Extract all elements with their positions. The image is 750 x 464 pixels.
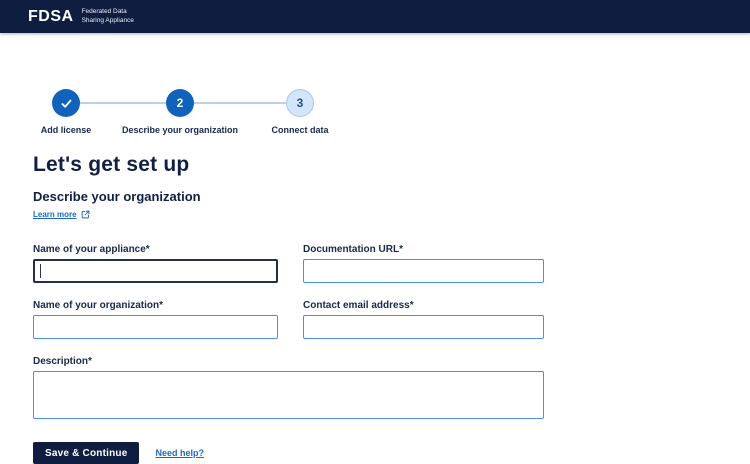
form-actions: Save & Continue Need help?: [33, 442, 578, 464]
page-title: Let's get set up: [33, 153, 190, 176]
save-continue-button[interactable]: Save & Continue: [33, 442, 140, 464]
step-label-connect-data: Connect data: [271, 125, 329, 135]
appliance-name-input[interactable]: [33, 259, 278, 283]
contact-email-input[interactable]: [303, 315, 544, 339]
description-textarea[interactable]: [33, 371, 544, 419]
app-header: FDSA Federated Data Sharing Appliance: [0, 0, 750, 33]
appliance-name-label: Name of your appliance*: [33, 244, 150, 255]
step-add-license-indicator[interactable]: [52, 89, 80, 117]
setup-stepper: 2 3 Add license Describe your organizati…: [33, 89, 373, 135]
step-describe-organization-indicator[interactable]: 2: [166, 89, 194, 117]
appliance-name-field-group: Name of your appliance*: [33, 244, 278, 283]
step-label-add-license: Add license: [40, 125, 92, 135]
step-label-describe-organization: Describe your organization: [121, 125, 239, 135]
stepper-connector-1: [80, 102, 166, 104]
documentation-url-field-group: Documentation URL*: [303, 244, 544, 283]
description-field-group: Description*: [33, 356, 544, 419]
text-caret: [40, 264, 41, 278]
product-name-line1: Federated Data: [81, 8, 127, 16]
documentation-url-input[interactable]: [303, 259, 544, 283]
description-label: Description*: [33, 356, 92, 367]
step-connect-data-indicator[interactable]: 3: [286, 89, 314, 117]
product-name-line2: Sharing Appliance: [81, 16, 134, 24]
contact-email-label: Contact email address*: [303, 300, 414, 311]
section-title: Describe your organization: [33, 189, 201, 204]
organization-name-input[interactable]: [33, 315, 278, 339]
learn-more-link[interactable]: Learn more: [33, 210, 90, 219]
check-icon: [60, 97, 73, 110]
product-name: Federated Data Sharing Appliance: [82, 8, 134, 25]
external-link-icon: [81, 210, 90, 219]
organization-name-field-group: Name of your organization*: [33, 300, 278, 339]
fdsa-logo: FDSA: [28, 7, 74, 25]
need-help-link[interactable]: Need help?: [155, 448, 204, 458]
main-content: 2 3 Add license Describe your organizati…: [0, 89, 578, 464]
organization-form: Name of your appliance* Documentation UR…: [33, 244, 544, 419]
documentation-url-label: Documentation URL*: [303, 244, 403, 255]
stepper-connector-2: [194, 102, 286, 104]
learn-more-label: Learn more: [33, 210, 77, 219]
organization-name-label: Name of your organization*: [33, 300, 164, 311]
contact-email-field-group: Contact email address*: [303, 300, 544, 339]
